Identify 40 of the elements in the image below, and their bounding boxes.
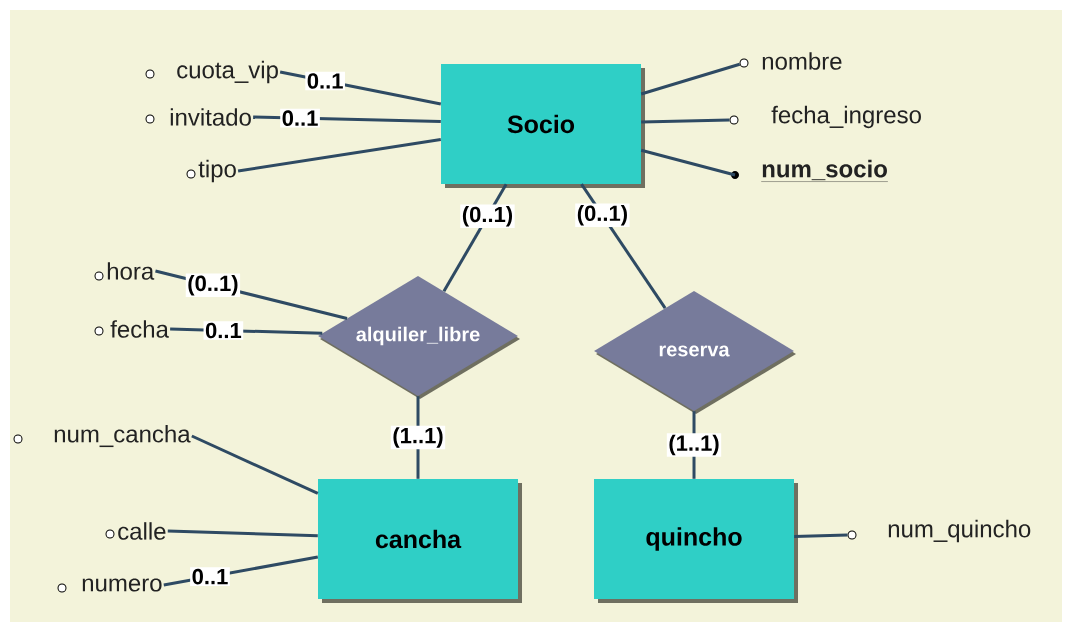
node-label: calle — [118, 522, 166, 540]
node-label: fecha_ingreso — [771, 105, 921, 129]
entity-box: quincho — [594, 479, 798, 603]
connector-line — [640, 62, 741, 96]
node-label: num_cancha — [54, 424, 191, 448]
attribute: calle — [105, 522, 166, 540]
entity-box: cancha — [318, 479, 522, 603]
attribute: tipo — [186, 159, 236, 183]
attribute: hora — [94, 262, 155, 281]
connector-line — [794, 533, 848, 538]
node-label: numero — [82, 578, 162, 592]
node-label: num_socio — [762, 159, 887, 181]
attribute: cuota_vip — [145, 60, 278, 84]
connector-line — [640, 148, 736, 177]
connector-line — [191, 434, 319, 495]
attribute: nombre — [739, 52, 842, 70]
attribute: fecha — [94, 320, 169, 338]
node-label: fecha — [110, 320, 169, 338]
node-label: num_quincho — [888, 519, 1031, 543]
node-label: hora — [107, 262, 155, 280]
cardinality-label: 0..1 — [203, 321, 244, 340]
connector-line — [167, 529, 318, 538]
entity-box: Socio — [441, 64, 645, 188]
connector-line — [641, 118, 730, 124]
attribute: invitado — [145, 108, 251, 126]
node-label: cuota_vip — [177, 60, 278, 84]
cardinality-label: (1..1) — [666, 433, 722, 457]
cardinality-label: (0..1) — [575, 203, 630, 227]
attribute: num_quincho — [847, 519, 1031, 543]
attribute: num_cancha — [13, 424, 191, 448]
attribute: numero — [57, 578, 162, 593]
cardinality-label: 0..1 — [190, 567, 230, 586]
connector-line — [237, 138, 442, 173]
cardinality-label: (0..1) — [460, 204, 515, 229]
node-label: nombre — [762, 52, 842, 70]
cardinality-label: (0..1) — [185, 273, 241, 297]
node-label: tipo — [198, 159, 236, 183]
attribute: num_socio — [731, 159, 889, 182]
node-label: invitado — [170, 108, 251, 126]
attribute: fecha_ingreso — [729, 105, 921, 129]
